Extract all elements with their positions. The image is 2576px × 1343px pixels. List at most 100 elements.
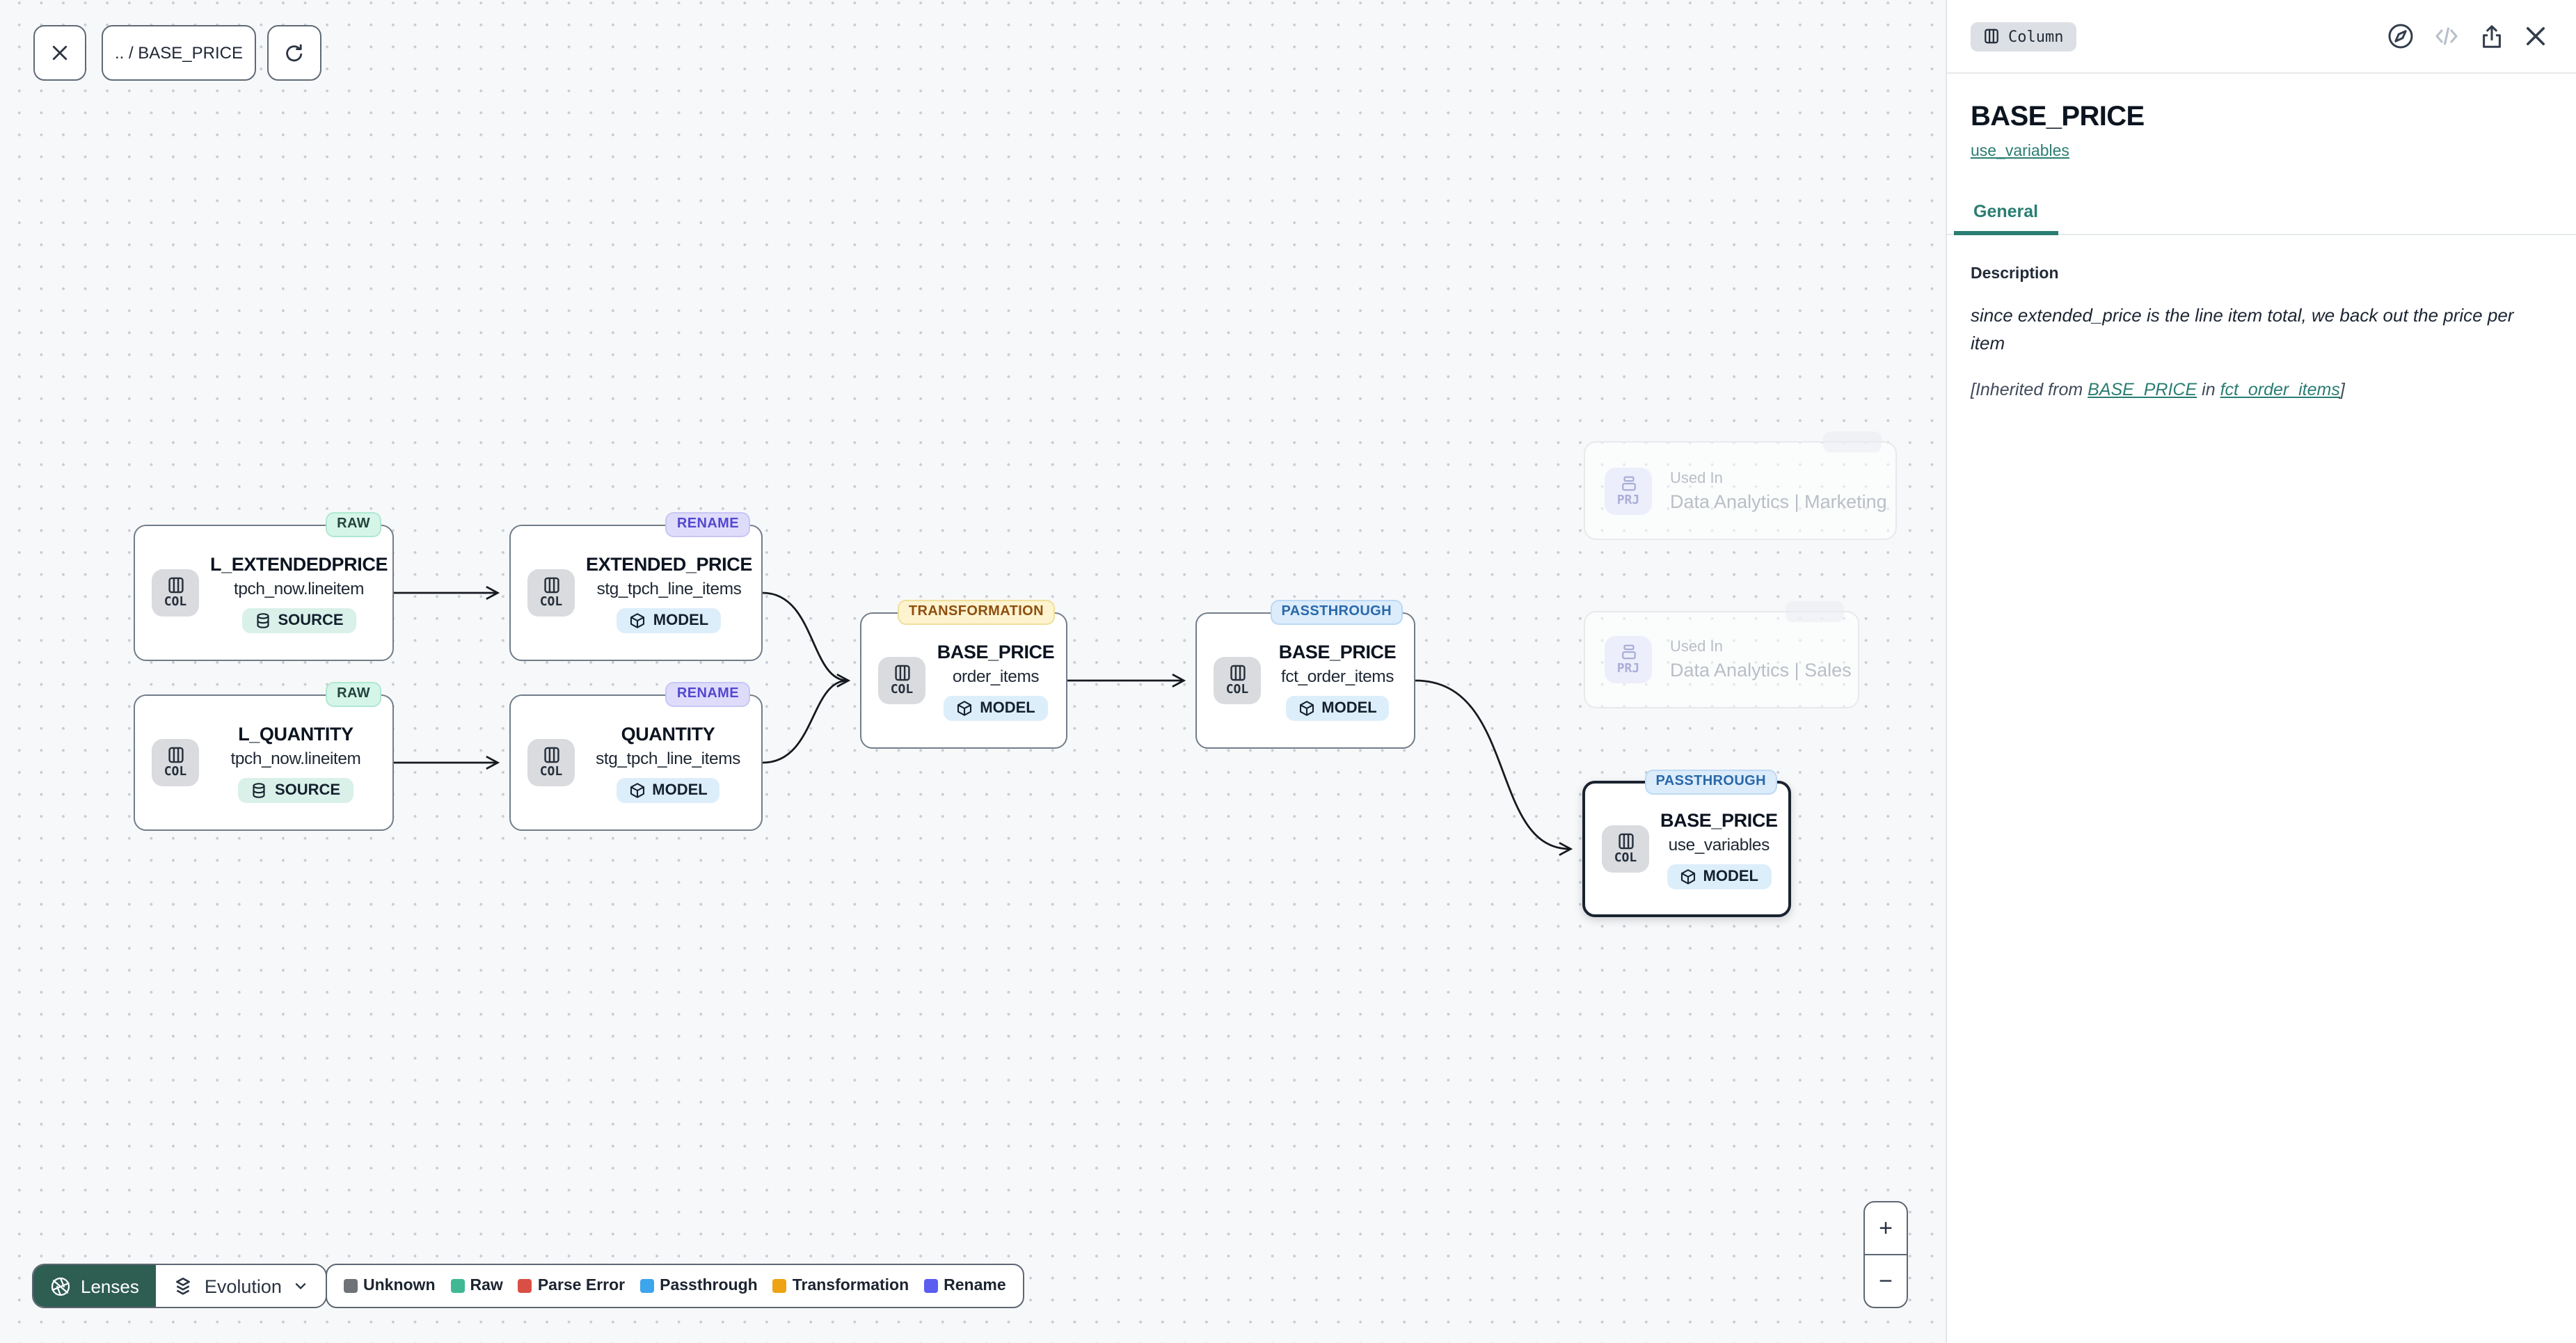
- used-in-node-sales[interactable]: PRJ Used In Data Analytics | Sales: [1584, 611, 1859, 708]
- evolution-badge: RENAME: [666, 512, 750, 537]
- columns-icon: [1616, 832, 1635, 850]
- columns-icon: [542, 576, 560, 594]
- used-in-project: Data Analytics | Marketing: [1670, 491, 1887, 511]
- node-subtitle: use_variables: [1669, 834, 1770, 854]
- archive-icon: [1619, 474, 1637, 492]
- inherited-column-link[interactable]: BASE_PRICE: [2088, 380, 2197, 399]
- node-subtitle: stg_tpch_line_items: [596, 748, 740, 768]
- evolution-badge: TRANSFORMATION: [898, 600, 1055, 625]
- column-kind-chip: COL: [1602, 825, 1649, 873]
- legend-swatch: [924, 1279, 938, 1293]
- columns-icon: [166, 576, 184, 594]
- legend-item: Parse Error: [518, 1278, 625, 1294]
- breadcrumb[interactable]: .. / BASE_PRICE: [102, 25, 256, 81]
- lineage-canvas[interactable]: .. / BASE_PRICE RAW COL L_EXTENDEDPRICE …: [0, 0, 1946, 1343]
- lenses-button[interactable]: Lenses: [33, 1265, 156, 1307]
- navigate-compass-button[interactable]: [2387, 22, 2415, 50]
- evolution-badge: PASSTHROUGH: [1271, 600, 1404, 625]
- evolution-legend: Unknown Raw Parse Error Passthrough Tran…: [326, 1264, 1024, 1308]
- node-subtitle: order_items: [953, 666, 1039, 685]
- column-kind-chip: COL: [527, 569, 575, 617]
- panel-header: Column: [1947, 0, 2576, 74]
- used-in-label: Used In: [1670, 470, 1887, 486]
- database-icon: [251, 781, 268, 798]
- columns-icon: [1983, 28, 2000, 45]
- close-lineage-button[interactable]: [33, 25, 86, 81]
- used-in-project: Data Analytics | Sales: [1670, 660, 1852, 681]
- refresh-button[interactable]: [267, 25, 321, 81]
- cube-icon: [630, 612, 646, 628]
- legend-swatch: [773, 1279, 787, 1293]
- legend-swatch: [518, 1279, 532, 1293]
- node-title: QUANTITY: [621, 723, 715, 744]
- compass-icon: [2387, 22, 2415, 50]
- columns-icon: [166, 746, 184, 764]
- database-icon: [254, 612, 271, 628]
- description-text: since extended_price is the line item to…: [1971, 302, 2530, 358]
- used-in-node-marketing[interactable]: PRJ Used In Data Analytics | Marketing: [1584, 441, 1897, 540]
- evolution-badge: PASSTHROUGH: [1645, 770, 1778, 795]
- close-panel-button[interactable]: [2523, 24, 2548, 49]
- chevron-down-icon: [293, 1278, 310, 1294]
- lens-dropdown[interactable]: Evolution: [156, 1265, 326, 1307]
- node-title: L_QUANTITY: [238, 723, 353, 744]
- columns-icon: [893, 664, 911, 682]
- node-title: L_EXTENDEDPRICE: [210, 553, 388, 574]
- node-title: BASE_PRICE: [937, 641, 1055, 662]
- zoom-in-button[interactable]: +: [1865, 1202, 1907, 1255]
- view-code-button[interactable]: [2433, 22, 2460, 50]
- cube-icon: [1298, 699, 1314, 716]
- node-title: BASE_PRICE: [1279, 641, 1397, 662]
- column-kind-chip: COL: [1214, 657, 1261, 704]
- lineage-node-base-price-order-items[interactable]: TRANSFORMATION COL BASE_PRICE order_item…: [860, 612, 1067, 749]
- cube-icon: [1680, 868, 1696, 884]
- close-icon: [50, 43, 70, 63]
- details-panel: Column BASE_PRICE use_variables: [1946, 0, 2576, 1343]
- tab-general[interactable]: General: [1954, 202, 2058, 234]
- inherited-note: [Inherited from BASE_PRICE in fct_order_…: [1971, 377, 2548, 404]
- legend-item: Raw: [451, 1278, 503, 1294]
- inherited-model-link[interactable]: fct_order_items: [2220, 380, 2340, 399]
- lineage-node-l-quantity[interactable]: RAW COL L_QUANTITY tpch_now.lineitem SOU…: [134, 694, 394, 831]
- legend-item: Unknown: [344, 1278, 436, 1294]
- legend-swatch: [640, 1279, 654, 1293]
- model-pill: MODEL: [1285, 695, 1389, 720]
- model-pill: MODEL: [944, 695, 1047, 720]
- description-heading: Description: [1971, 266, 2548, 283]
- lineage-node-l-extendedprice[interactable]: RAW COL L_EXTENDEDPRICE tpch_now.lineite…: [134, 525, 394, 661]
- model-link[interactable]: use_variables: [1971, 143, 2069, 160]
- lineage-node-base-price-use-variables-selected[interactable]: PASSTHROUGH COL BASE_PRICE use_variables…: [1582, 781, 1791, 917]
- evolution-badge: RAW: [326, 512, 381, 537]
- node-subtitle: stg_tpch_line_items: [597, 578, 742, 598]
- breadcrumb-label: .. / BASE_PRICE: [115, 43, 243, 63]
- lineage-node-quantity[interactable]: RENAME COL QUANTITY stg_tpch_line_items …: [509, 694, 763, 831]
- columns-icon: [1228, 664, 1246, 682]
- project-kind-chip: PRJ: [1605, 467, 1652, 514]
- evolution-badge: RENAME: [666, 682, 750, 707]
- node-title: EXTENDED_PRICE: [586, 553, 752, 574]
- legend-item: Transformation: [773, 1278, 909, 1294]
- share-button[interactable]: [2479, 23, 2505, 49]
- refresh-icon: [284, 42, 305, 63]
- node-title: BASE_PRICE: [1660, 809, 1778, 830]
- column-type-chip: Column: [1971, 22, 2076, 51]
- source-pill: SOURCE: [239, 777, 353, 802]
- code-icon: [2433, 22, 2460, 50]
- archive-icon: [1619, 643, 1637, 661]
- close-icon: [2523, 24, 2548, 49]
- zoom-out-button[interactable]: −: [1865, 1255, 1907, 1307]
- page-title: BASE_PRICE: [1971, 102, 2552, 134]
- node-subtitle: tpch_now.lineitem: [231, 748, 361, 768]
- project-kind-chip: PRJ: [1605, 636, 1652, 683]
- node-subtitle: fct_order_items: [1281, 666, 1394, 685]
- evolution-badge: RAW: [326, 682, 381, 707]
- lineage-node-extended-price[interactable]: RENAME COL EXTENDED_PRICE stg_tpch_line_…: [509, 525, 763, 661]
- legend-swatch: [451, 1279, 465, 1293]
- legend-swatch: [344, 1279, 358, 1293]
- node-subtitle: tpch_now.lineitem: [234, 578, 364, 598]
- general-tab-content: Description since extended_price is the …: [1947, 235, 2576, 404]
- column-kind-chip: COL: [527, 739, 575, 786]
- used-in-label: Used In: [1670, 639, 1852, 655]
- lineage-node-base-price-fct-order-items[interactable]: PASSTHROUGH COL BASE_PRICE fct_order_ite…: [1195, 612, 1415, 749]
